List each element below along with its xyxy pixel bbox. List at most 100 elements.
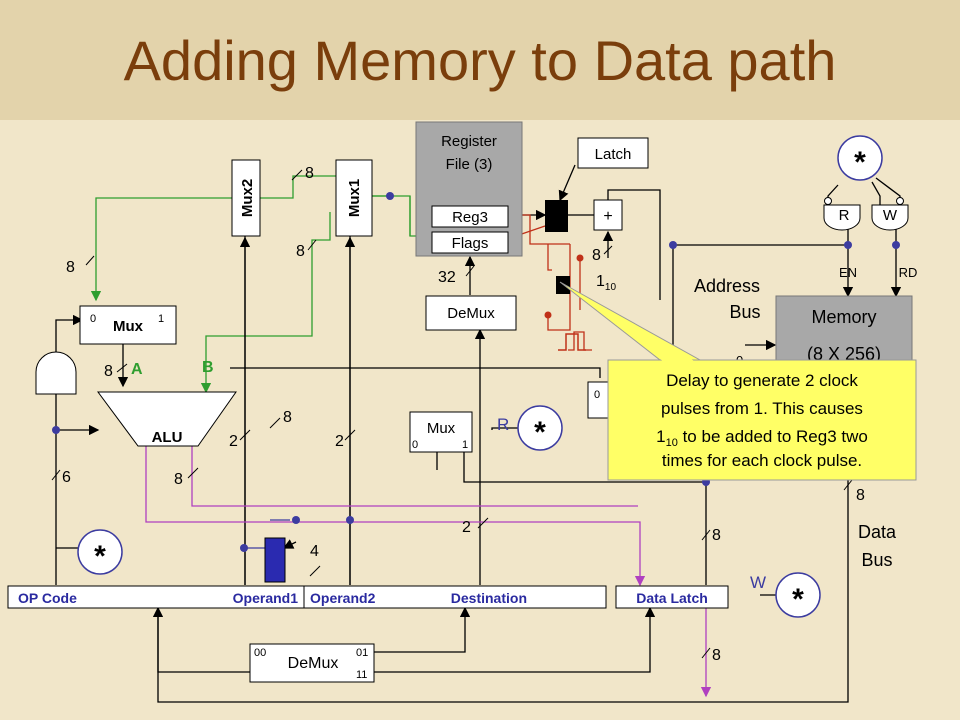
adder-block: + [593,199,623,231]
width-data-bus: 8 [856,487,865,504]
wire-green-b-bus [200,212,331,394]
star-r-label: * [534,416,546,449]
width-mux1-in: 8 [296,243,305,260]
mux-a-in0: 0 [90,313,96,325]
register-file-title-1: Register [441,133,497,150]
demux-top-label: DeMux [447,305,495,322]
signal-b-label: B [202,359,214,376]
wire-star-w [871,181,881,205]
op-code-label: OP Code [18,590,77,606]
width-bottom: 8 [712,647,721,664]
width-op-code: 6 [62,469,71,486]
latch-block: Latch [577,137,649,169]
instruction-register: OP Code Operand1 Operand2 Destination Da… [7,585,729,609]
wire-green-mux1-to-b [372,195,422,237]
operand2-label: Operand2 [310,590,376,606]
width-op1: 2 [229,433,238,450]
demux-bottom-11: 11 [356,669,367,681]
width-left: 8 [66,259,75,276]
mux-a-in1: 1 [158,313,164,325]
memory-label-2: (8 X 256) [807,344,881,364]
wire-demux-bot-11 [372,606,656,673]
star-circle-top: * [837,135,883,181]
demux-bottom-01: 01 [356,647,368,659]
latch-element [545,200,568,232]
wire-green-mux2-to-mux-a [90,197,232,302]
latch-label: Latch [595,146,632,163]
data-bus-label-2: Bus [861,550,892,570]
width-dest: 2 [462,519,471,536]
delay-callout: Delay to generate 2 clock pulses from 1.… [559,281,917,481]
memory-label-1: Memory [811,307,876,327]
title-bar [0,0,960,120]
flags-box [431,231,509,254]
mux1-block: Mux1 [335,159,373,237]
reg3-label: Reg3 [452,209,488,226]
width-a: 8 [104,363,113,380]
mux-mid-block: Mux 0 1 [409,411,473,453]
wire-r-star [491,427,524,430]
adder-label: + [603,208,612,225]
demux-bottom-label: DeMux [288,655,339,672]
address-bus-label-1: Address [694,276,760,296]
register-file-block: Register File (3) Reg3 Flags [415,121,523,257]
star-w-label: * [792,583,804,616]
wire-demux-bot-01 [372,606,471,653]
signal-r-label: R [497,415,509,434]
demux-bottom-block: DeMux 00 01 11 [249,643,375,683]
star-circle-op: * [77,529,123,575]
mux-a-block: Mux 0 1 [79,305,177,345]
mux2-label: Mux2 [239,179,256,217]
alu-block: ALU [97,391,237,447]
callout-line-1: Delay to generate 2 clock [666,371,858,390]
op1-driver-element [264,537,286,583]
width-op2: 2 [335,433,344,450]
callout-line-2: pulses from 1. This causes [661,399,863,418]
destination-label: Destination [451,590,527,606]
wire-alu-to-reg3 [230,367,601,378]
small-mux-in0: 0 [594,389,600,401]
mux-a-label: Mux [113,318,144,335]
delay-element [556,276,570,294]
register-file-title-2: File (3) [446,156,493,173]
reg3-box [431,205,509,228]
and-gate [35,351,77,395]
read-gate: R [823,197,861,231]
demux-bottom-00: 00 [254,647,266,659]
callout-line-3: 110 to be added to Reg3 two [656,427,868,449]
star-circle-r: * [517,405,563,451]
flags-label: Flags [452,235,489,252]
wire-clk-black [282,539,297,549]
width-alu-out: 8 [174,471,183,488]
width-4: 4 [310,543,319,560]
signal-w-label: W [750,573,766,592]
wire-mux-mid-back [463,452,706,483]
star-op-label: * [94,540,106,573]
width-mux2-in: 8 [305,165,314,182]
star-top-label: * [854,146,866,179]
instr-operand2-dest-box [303,585,607,609]
instr-data-latch-box [615,585,729,609]
callout-line-4: times for each clock pulse. [662,451,862,470]
mux1-label: Mux1 [346,179,363,217]
mux-mid-in0: 0 [412,439,418,451]
rd-label: RD [899,265,918,280]
address-bus-label-2: Bus [729,302,760,322]
width-demux: 32 [438,269,456,286]
en-label: EN [839,265,857,280]
width-data-latch: 8 [712,527,721,544]
data-latch-label: Data Latch [636,590,708,606]
wire-purple-alu-out [145,446,646,587]
wire-and-out [55,314,84,360]
operand1-label: Operand1 [233,590,299,606]
write-gate-label: W [883,207,898,224]
star-circle-w: * [775,572,821,618]
data-bus-label-1: Data [858,522,897,542]
wires [55,164,902,703]
mux-mid-label: Mux [427,420,456,437]
wire-demux-bot-00 [157,608,250,673]
width-adder: 8 [592,247,601,264]
mux2-block: Mux2 [231,159,261,237]
wire-adder-top [607,189,661,300]
